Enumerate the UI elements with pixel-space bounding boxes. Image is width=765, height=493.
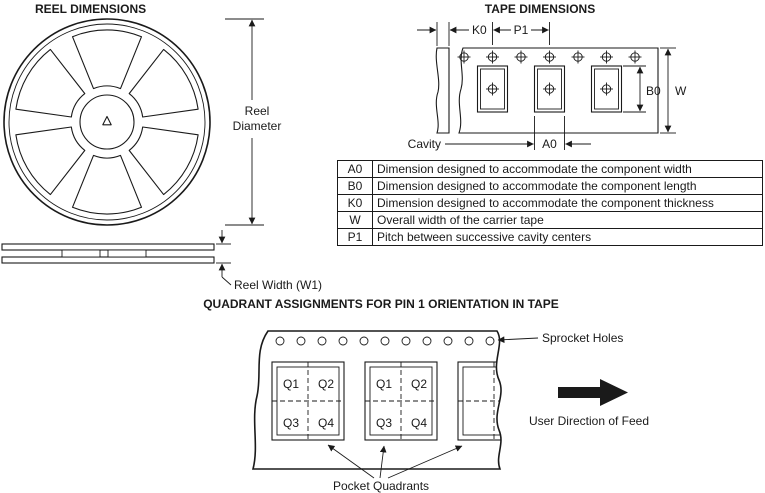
feed-direction: User Direction of Feed xyxy=(529,379,649,428)
a0-dimension: A0 Cavity xyxy=(408,116,591,151)
dim-description: Pitch between successive cavity centers xyxy=(372,228,763,246)
reel-hub-key xyxy=(102,115,112,126)
table-row: W Overall width of the carrier tape xyxy=(337,211,763,229)
w-label: W xyxy=(675,84,687,98)
b0-dimension: B0 xyxy=(623,65,661,113)
leader-line xyxy=(497,336,539,344)
dimension-table: A0 Dimension designed to accommodate the… xyxy=(337,160,763,246)
w-dimension: W xyxy=(660,47,687,134)
sprocket-holes-callout: Sprocket Holes xyxy=(497,331,623,345)
k0-dimension: K0 xyxy=(417,22,487,46)
quadrant-q4-label: Q4 xyxy=(318,416,334,430)
tape-dimensions-title: TAPE DIMENSIONS xyxy=(485,2,595,16)
a0-label: A0 xyxy=(542,137,557,151)
sprocket-hole-icon xyxy=(275,336,285,346)
reel-front-view xyxy=(3,18,211,226)
cavity-inner xyxy=(537,68,562,110)
cavity-1 xyxy=(476,65,509,113)
sprocket-hole-icon xyxy=(464,336,474,346)
dim-description: Dimension designed to accommodate the co… xyxy=(372,194,763,212)
quadrant-q1-label: Q1 xyxy=(376,377,392,391)
sprocket-hole-icon xyxy=(317,336,327,346)
reel-rim-inner-circle xyxy=(8,23,206,221)
dim-code: W xyxy=(337,211,373,229)
sprocket-hole-icon xyxy=(401,336,411,346)
dim-description: Dimension designed to accommodate the co… xyxy=(372,177,763,195)
quadrant-q3-label: Q3 xyxy=(376,416,392,430)
reel-diameter-dimension: Reel Diameter xyxy=(225,18,282,226)
reel-width-label: Reel Width (W1) xyxy=(234,278,322,292)
table-row: P1 Pitch between successive cavity cente… xyxy=(337,228,763,246)
cavity-3 xyxy=(590,65,623,113)
leader-line xyxy=(379,445,387,479)
quadrant-q2-label: Q2 xyxy=(318,377,334,391)
dim-description: Overall width of the carrier tape xyxy=(372,211,763,229)
sprocket-hole-icon xyxy=(296,336,306,346)
p1-label: P1 xyxy=(514,23,529,37)
pocket-3-partial xyxy=(457,361,502,441)
sprocket-hole-icon xyxy=(443,336,453,346)
reel-width-dimension: Reel Width (W1) xyxy=(216,230,322,292)
user-direction-label: User Direction of Feed xyxy=(529,414,649,428)
dim-code: A0 xyxy=(337,160,373,178)
sprocket-hole-icon xyxy=(359,336,369,346)
tape-cross-section xyxy=(61,249,101,258)
b0-label: B0 xyxy=(646,84,661,98)
sprocket-hole-icon xyxy=(422,336,432,346)
reel-flange-bottom xyxy=(1,256,215,264)
table-row: B0 Dimension designed to accommodate the… xyxy=(337,177,763,195)
quadrant-tape-body xyxy=(251,330,502,470)
cavity-label: Cavity xyxy=(408,137,441,151)
quadrant-q4-label: Q4 xyxy=(411,416,427,430)
table-row: K0 Dimension designed to accommodate the… xyxy=(337,194,763,212)
reel-side-view xyxy=(1,243,215,264)
sprocket-hole-icon xyxy=(380,336,390,346)
sprocket-hole-icon xyxy=(485,336,495,346)
leader-line xyxy=(387,445,463,479)
quadrant-figure: Q1 Q2 Q3 Q4 Q1 Q2 Q3 Q4 xyxy=(251,330,649,493)
cavity-inner xyxy=(594,68,619,110)
quadrant-q3-label: Q3 xyxy=(283,416,299,430)
table-row: A0 Dimension designed to accommodate the… xyxy=(337,160,763,178)
dim-code: K0 xyxy=(337,194,373,212)
quadrant-tape-contents: Q1 Q2 Q3 Q4 Q1 Q2 Q3 Q4 xyxy=(271,336,502,441)
reel-flange-top xyxy=(1,243,215,251)
sprocket-hole-icon xyxy=(338,336,348,346)
sprocket-holes-label: Sprocket Holes xyxy=(542,331,623,345)
leader-line xyxy=(327,444,375,479)
k0-label: K0 xyxy=(472,23,487,37)
pocket-quadrants-callout: Pocket Quadrants xyxy=(327,444,463,493)
tape-edge-strip xyxy=(435,47,450,134)
dim-code: B0 xyxy=(337,177,373,195)
cavity-2 xyxy=(533,65,566,113)
tape-cross-section xyxy=(107,249,147,258)
feed-direction-arrow-icon xyxy=(558,379,628,406)
dim-code: P1 xyxy=(337,228,373,246)
quadrant-q1-label: Q1 xyxy=(283,377,299,391)
quadrant-assignments-title: QUADRANT ASSIGNMENTS FOR PIN 1 ORIENTATI… xyxy=(203,297,559,311)
reel-dimensions-title: REEL DIMENSIONS xyxy=(35,2,146,16)
dim-description: Dimension designed to accommodate the co… xyxy=(372,160,763,178)
p1-dimension: P1 xyxy=(492,22,550,45)
leader-line xyxy=(221,276,232,286)
reel-diameter-label-line1: Reel xyxy=(245,104,270,118)
quadrant-q2-label: Q2 xyxy=(411,377,427,391)
pocket-2: Q1 Q2 Q3 Q4 xyxy=(364,361,438,441)
tape-drawing xyxy=(435,47,659,134)
quadrant-sprocket-holes xyxy=(275,336,495,346)
reel-diameter-label-line2: Diameter xyxy=(233,119,282,133)
cavity-inner xyxy=(480,68,505,110)
pocket-quadrants-label: Pocket Quadrants xyxy=(333,479,429,493)
pocket-1: Q1 Q2 Q3 Q4 xyxy=(271,361,345,441)
